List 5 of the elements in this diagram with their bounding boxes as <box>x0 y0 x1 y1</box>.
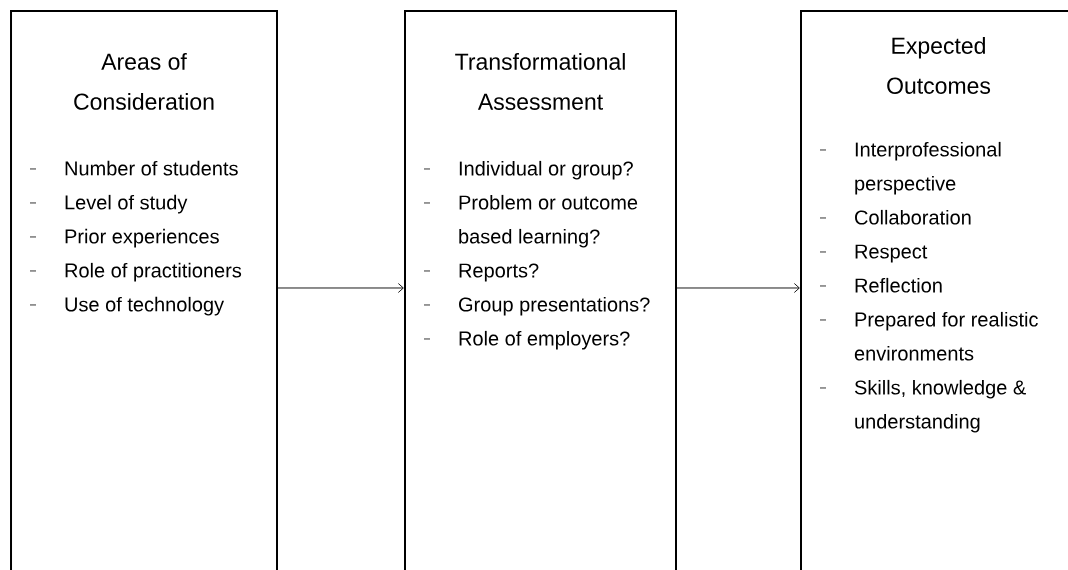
process-box: Areas of Consideration Number of students Level of study Prior experiences Role of practitioners Use of technology <box>10 10 278 570</box>
arrow <box>676 283 800 293</box>
process-box: Transformational Assessment Individual or group? Problem or outcome based learning? Reports? Group presentations? Role of employers? <box>404 10 677 570</box>
process-box: Expected Outcomes Interprofessional perspective Collaboration Respect Reflection Prepared for realistic environments Skills, knowledge & understanding <box>800 10 1068 570</box>
arrow <box>277 283 404 293</box>
